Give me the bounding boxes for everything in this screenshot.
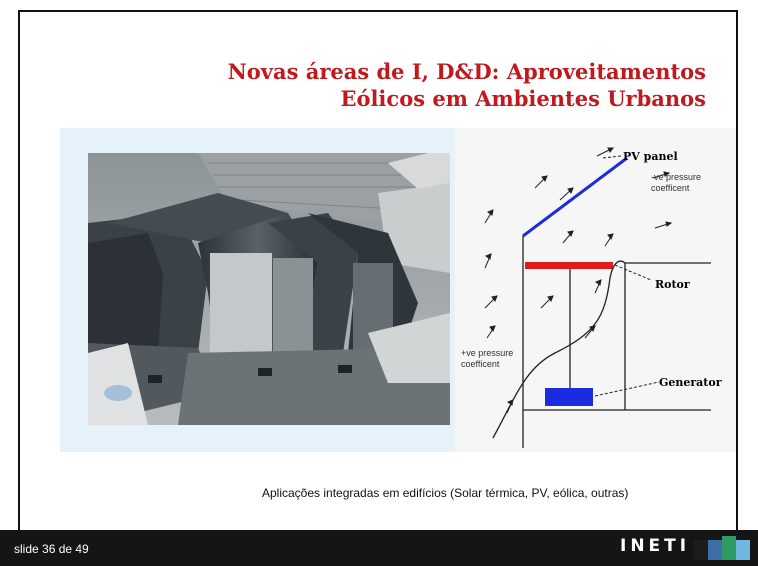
- wind-flow-diagram: PV panel -ve pressure coefficent Rotor G…: [455, 128, 736, 452]
- negative-pressure-label-2: coefficent: [651, 183, 690, 193]
- slide-title: Novas áreas de I, D&D: Aproveitamentos E…: [228, 58, 706, 112]
- slide-number: slide 36 de 49: [14, 542, 89, 556]
- positive-pressure-label-1: +ve pressure: [461, 348, 513, 358]
- frame-left-border: [18, 10, 20, 530]
- airflow-curve: [492, 260, 626, 439]
- slide-title-line-1: Novas áreas de I, D&D: Aproveitamentos: [227, 59, 706, 84]
- pv-panel: [522, 156, 628, 238]
- rotor-label: Rotor: [655, 278, 690, 291]
- logo-color-blocks-icon: [694, 536, 750, 560]
- rotor-bar: [525, 262, 613, 269]
- frame-right-border: [736, 10, 738, 530]
- frame-top-border: [18, 10, 738, 12]
- slide-caption: Aplicações integradas em edifícios (Sola…: [262, 486, 629, 500]
- rooftop-turbines-photo: [88, 153, 450, 425]
- slide-title-line-2: Eólicos em Ambientes Urbanos: [340, 86, 706, 111]
- negative-pressure-label-1: -ve pressure: [651, 172, 701, 182]
- generator-box: [545, 388, 593, 406]
- footer-bar: slide 36 de 49 INETI: [0, 530, 758, 566]
- generator-label: Generator: [659, 376, 722, 389]
- pv-panel-label: PV panel: [623, 150, 678, 163]
- wind-arrows: [484, 147, 673, 414]
- positive-pressure-label-2: coefficent: [461, 359, 500, 369]
- ineti-logo: INETI: [620, 536, 691, 556]
